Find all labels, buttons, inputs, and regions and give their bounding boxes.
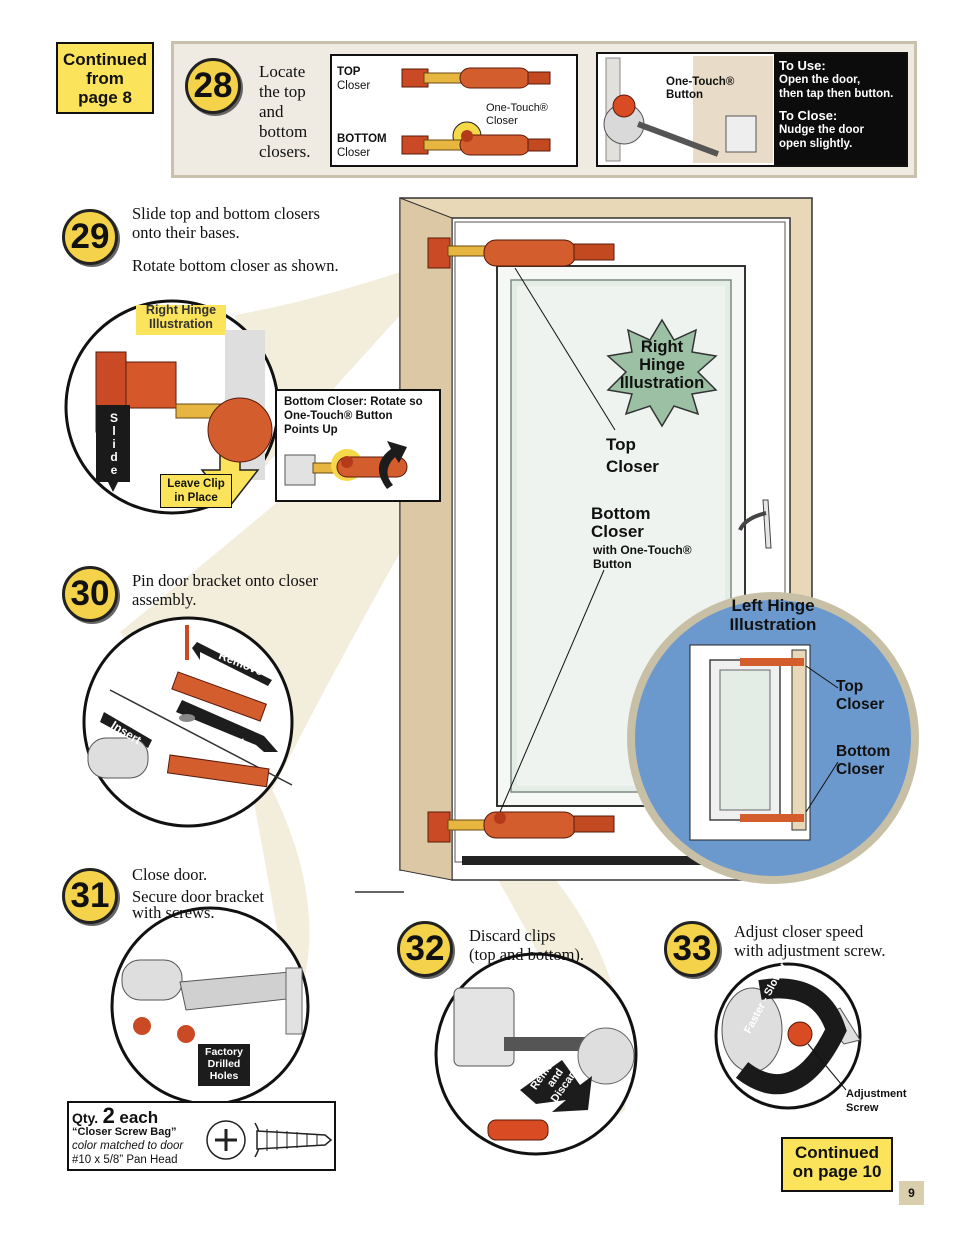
bottom-closer-label: BOTTOM Closer bbox=[337, 133, 387, 159]
step-31-text: Close door. Secure door bracket with scr… bbox=[132, 865, 264, 922]
closers-figure: TOP Closer BOTTOM Closer One-Touch® Clos… bbox=[330, 54, 578, 167]
rotate-note-text: Bottom Closer: Rotate so One-Touch® Butt… bbox=[284, 396, 423, 436]
door-bottom-closer-label: Bottom Closer bbox=[591, 504, 651, 541]
left-hinge-bottom-closer: Bottom Closer bbox=[836, 743, 891, 778]
leave-clip-note: Leave Clip in Place bbox=[160, 474, 232, 508]
step-28-badge: 28 bbox=[185, 58, 241, 114]
rotate-note-box: Bottom Closer: Rotate so One-Touch® Butt… bbox=[275, 389, 441, 502]
step-32-text: Discard clips (top and bottom). bbox=[469, 926, 585, 964]
pan-head-screw-icon bbox=[206, 1120, 333, 1160]
one-touch-button-label: One-Touch® Button bbox=[666, 76, 735, 101]
adjustment-screw-label: Adjustment Screw bbox=[846, 1088, 907, 1114]
closers-illustration bbox=[401, 67, 551, 156]
screw-qty-box: Qty. 2 each “Closer Screw Bag” color mat… bbox=[67, 1101, 336, 1171]
step-30-badge: 30 bbox=[62, 566, 118, 622]
left-hinge-title: Left Hinge Illustration bbox=[729, 596, 817, 634]
one-touch-button-illustration bbox=[603, 56, 773, 163]
burst-label: Right Hinge Illustration bbox=[619, 338, 705, 392]
door-button-label: with One-Touch® Button bbox=[593, 543, 692, 571]
right-hinge-tag: Right Hinge Illustration bbox=[145, 303, 217, 331]
continued-from-badge: Continued from page 8 bbox=[56, 42, 154, 114]
step-31-badge: 31 bbox=[62, 868, 118, 924]
continued-on-badge: Continued on page 10 bbox=[781, 1137, 893, 1192]
door-top-closer-label: Top Closer bbox=[606, 435, 659, 476]
step-30-text: Pin door bracket onto closer assembly. bbox=[132, 571, 319, 609]
page-number: 9 bbox=[899, 1181, 924, 1205]
step-32-badge: 32 bbox=[397, 921, 453, 977]
left-hinge-top-closer: Top Closer bbox=[836, 678, 885, 713]
slide-arrow-label: S l i d e bbox=[109, 411, 118, 477]
step-33-text: Adjust closer speed with adjustment scre… bbox=[734, 922, 886, 960]
one-touch-closer-label: One-Touch® Closer bbox=[486, 102, 548, 127]
step-33-badge: 33 bbox=[664, 921, 720, 977]
step-29-badge: 29 bbox=[62, 209, 118, 265]
step-28-text: Locate the top and bottom closers. bbox=[259, 62, 311, 161]
step-29-text: Slide top and bottom closers onto their … bbox=[132, 204, 339, 275]
button-usage-figure: One-Touch® Button To Use: Open the door,… bbox=[596, 52, 908, 167]
usage-instructions: To Use: Open the door, then tap then but… bbox=[774, 54, 906, 165]
rotate-illustration bbox=[284, 441, 408, 489]
factory-holes-label: Factory Drilled Holes bbox=[205, 1046, 243, 1082]
top-closer-label: TOP Closer bbox=[337, 66, 371, 92]
